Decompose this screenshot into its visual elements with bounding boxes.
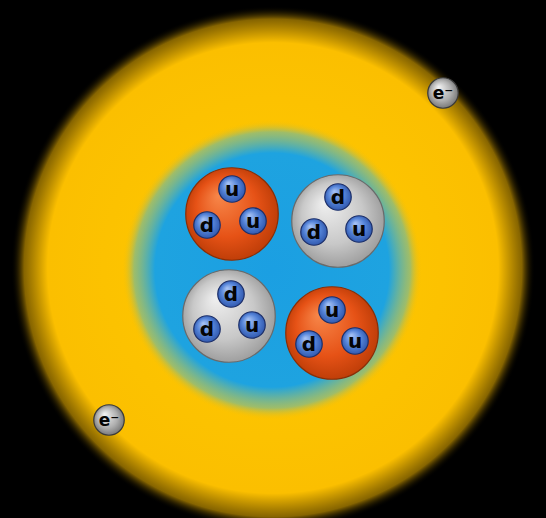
quark-circle [219, 176, 246, 203]
quark: u [218, 175, 246, 203]
proton: udu [185, 167, 279, 261]
neutron: ddu [291, 174, 385, 268]
quark-circle [319, 297, 346, 324]
proton-circle [186, 168, 279, 261]
quark: u [341, 327, 369, 355]
quark-circle [239, 312, 266, 339]
quark: d [193, 211, 221, 239]
quark: u [239, 207, 267, 235]
quark: u [345, 215, 373, 243]
quark-label: u [325, 300, 339, 320]
quark-label: d [224, 284, 238, 304]
quark-label: d [200, 215, 214, 235]
proton: udu [285, 286, 379, 380]
electron: e⁻ [427, 77, 459, 109]
neutron-circle [292, 175, 385, 268]
quark: d [300, 218, 328, 246]
quark-circle [346, 216, 373, 243]
quark-label: d [200, 319, 214, 339]
quark-circle [194, 212, 221, 239]
electron-label: e⁻ [433, 85, 454, 102]
quark-label: u [245, 315, 259, 335]
neutron-circle [183, 270, 276, 363]
quark: u [318, 296, 346, 324]
quark-label: d [302, 334, 316, 354]
quark: d [217, 280, 245, 308]
electron: e⁻ [93, 404, 125, 436]
quark-label: u [225, 179, 239, 199]
quark-label: u [246, 211, 260, 231]
quark-circle [325, 184, 352, 211]
neutron: ddu [182, 269, 276, 363]
electron-cloud [11, 6, 535, 518]
quark-circle [218, 281, 245, 308]
electron-label: e⁻ [99, 412, 120, 429]
quark-circle [301, 219, 328, 246]
quark: d [324, 183, 352, 211]
quark-label: d [331, 187, 345, 207]
quark: d [193, 315, 221, 343]
proton-circle [286, 287, 379, 380]
electron-circle [94, 405, 125, 436]
nucleus-region [122, 120, 422, 420]
quark-label: d [307, 222, 321, 242]
quark: u [238, 311, 266, 339]
quark-circle [194, 316, 221, 343]
quark-label: u [348, 331, 362, 351]
quark-circle [296, 331, 323, 358]
quark-circle [240, 208, 267, 235]
quark-label: u [352, 219, 366, 239]
electron-circle [428, 78, 459, 109]
quark-circle [342, 328, 369, 355]
quark: d [295, 330, 323, 358]
